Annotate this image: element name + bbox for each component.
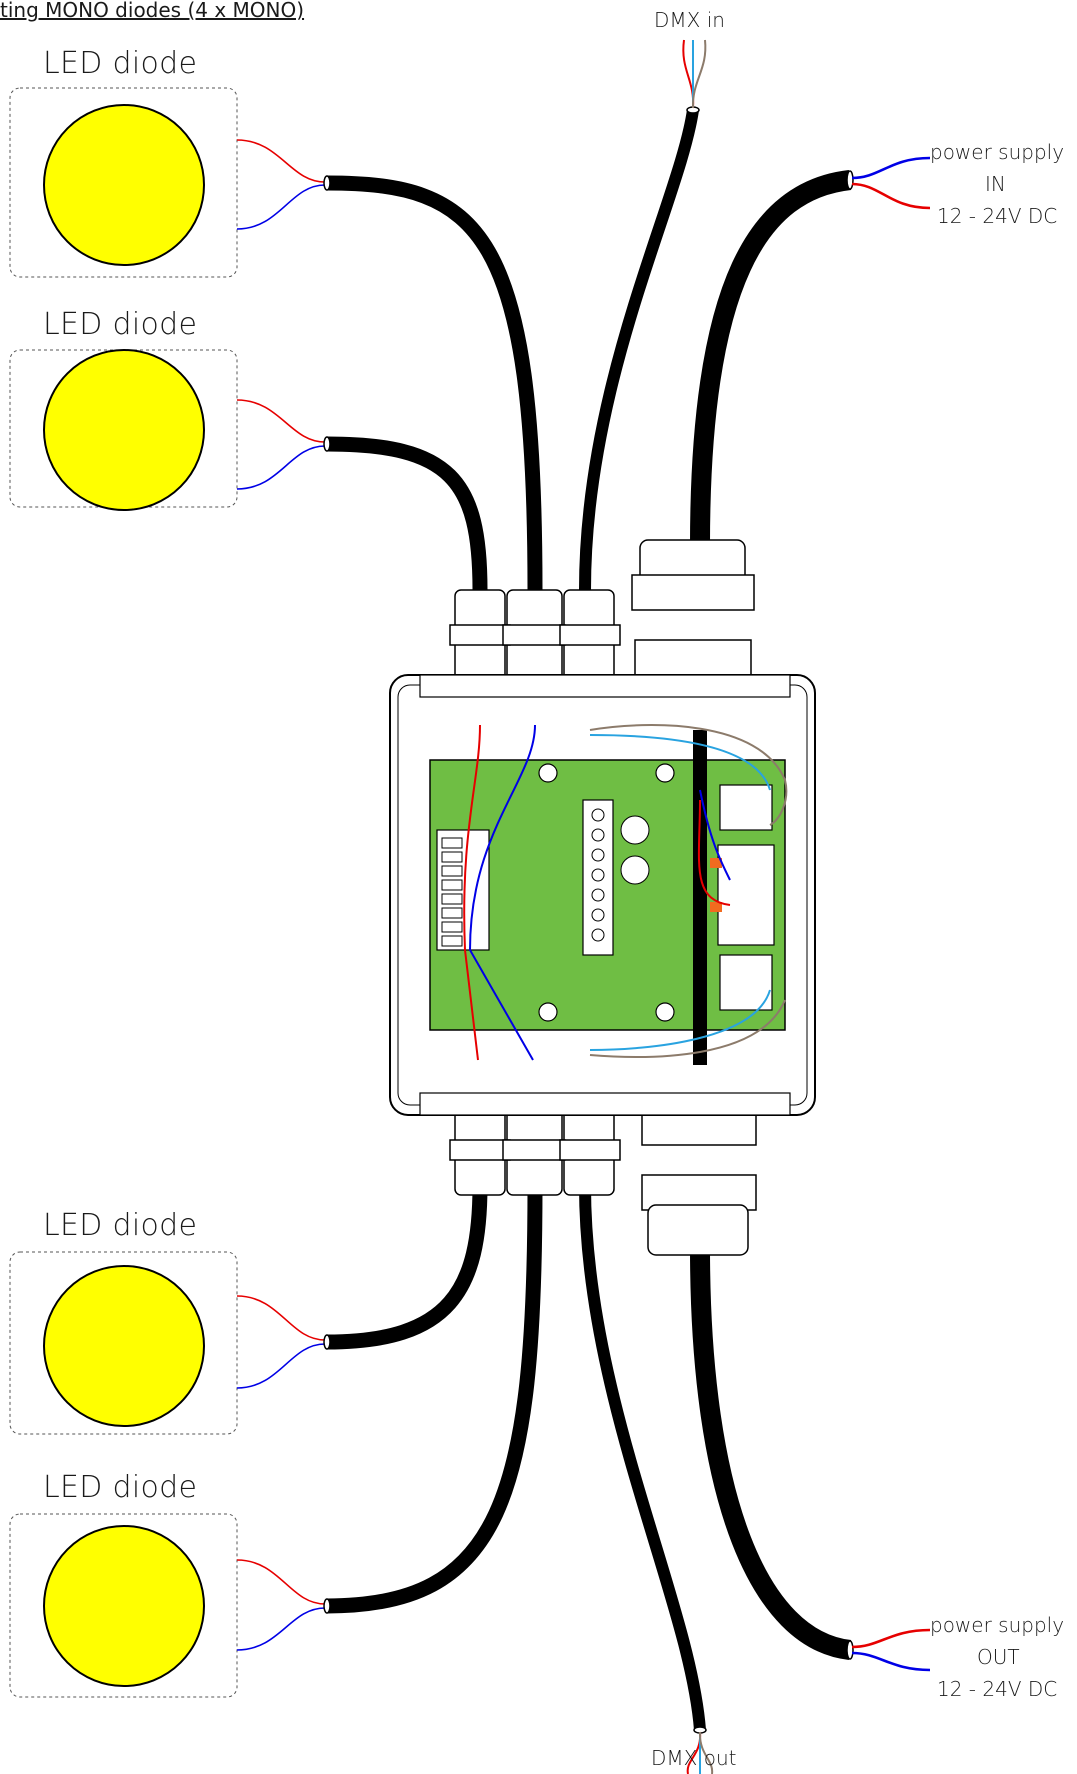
led-title: LED diode bbox=[43, 46, 198, 81]
led-title: LED diode bbox=[43, 1470, 198, 1505]
cable-gland-icon bbox=[449, 1104, 757, 1256]
power-out-line2: OUT bbox=[977, 1645, 1020, 1669]
led-diode-icon bbox=[43, 1265, 205, 1427]
dmx-in-label: DMX in bbox=[654, 8, 725, 32]
led-diode-2 bbox=[9, 349, 238, 511]
led-diode-1 bbox=[9, 87, 238, 278]
led-title: LED diode bbox=[43, 307, 198, 342]
led-diode-icon bbox=[43, 104, 205, 266]
power-wires bbox=[851, 156, 931, 1672]
power-out-line3: 12 - 24V DC bbox=[937, 1677, 1058, 1701]
led-diode-icon bbox=[43, 1525, 205, 1687]
power-in-line3: 12 - 24V DC bbox=[937, 204, 1058, 228]
led-wires bbox=[236, 139, 326, 1651]
led-diode-4 bbox=[9, 1513, 238, 1698]
power-in-line1: power supply bbox=[930, 140, 1065, 164]
led-diode-3 bbox=[9, 1251, 238, 1435]
page-heading: ting MONO diodes (4 x MONO) bbox=[0, 0, 305, 22]
power-in-line2: IN bbox=[985, 172, 1006, 196]
cables bbox=[326, 109, 852, 1731]
led-title: LED diode bbox=[43, 1208, 198, 1243]
dmx-wires bbox=[682, 39, 714, 1774]
junction-box bbox=[389, 674, 816, 1116]
led-diode-icon bbox=[43, 349, 205, 511]
power-out-line1: power supply bbox=[930, 1613, 1065, 1637]
dmx-out-label: DMX out bbox=[651, 1746, 737, 1770]
cable-gland-icon bbox=[449, 539, 755, 681]
screw-icon bbox=[538, 763, 675, 1022]
